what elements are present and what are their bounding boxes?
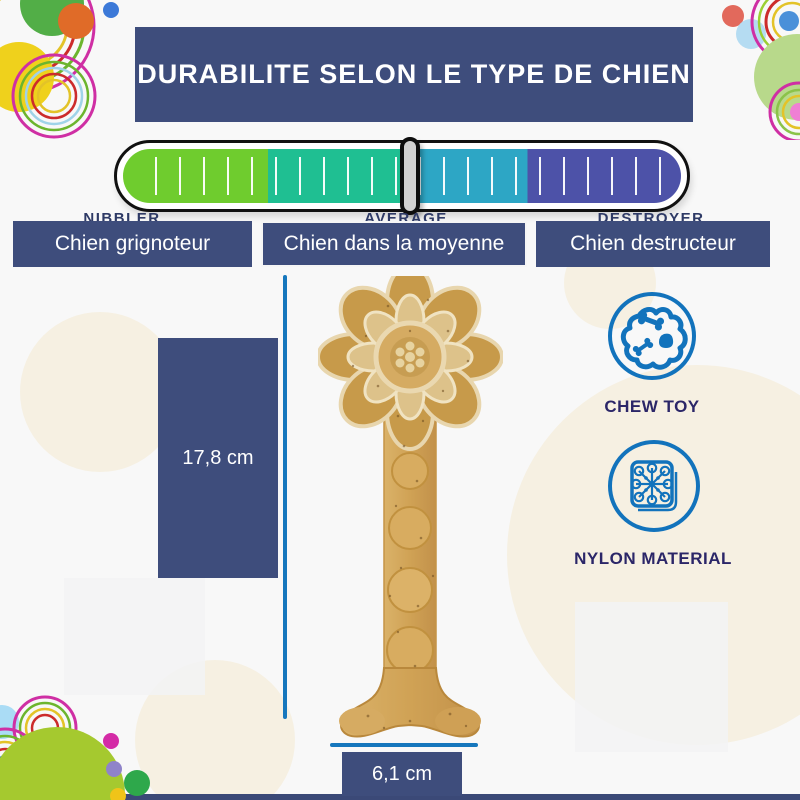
width-measure-box: 6,1 cm xyxy=(342,752,462,796)
width-measure-line xyxy=(330,743,478,747)
nylon-material-label: NYLON MATERIAL xyxy=(574,549,732,568)
background-circle xyxy=(20,312,180,472)
nylon-material-icon xyxy=(608,440,700,532)
height-measure-line xyxy=(283,275,287,719)
chew-toy-icon xyxy=(608,292,696,380)
footer-strip xyxy=(0,794,800,800)
dog-type-label: Chien grignoteur xyxy=(54,232,211,255)
page-title: DURABILITE SELON LE TYPE DE CHIEN xyxy=(137,59,691,89)
dog-type-label: Chien destructeur xyxy=(570,232,736,255)
height-value: 17,8 cm xyxy=(182,446,254,469)
chew-toy-label: CHEW TOY xyxy=(604,397,700,416)
dog-type-box-average: Chien dans la moyenne xyxy=(261,221,527,267)
dog-type-box-nibbler: Chien grignoteur xyxy=(13,221,252,267)
background-square xyxy=(575,602,728,752)
dog-type-box-destroyer: Chien destructeur xyxy=(536,221,770,267)
gauge-handle xyxy=(400,137,420,215)
width-value: 6,1 cm xyxy=(371,762,433,785)
background-square xyxy=(64,578,205,695)
height-measure-box: 17,8 cm xyxy=(158,338,278,578)
dog-type-label: Chien dans la moyenne xyxy=(283,232,505,255)
chew-toy-product-image xyxy=(318,276,503,738)
title-banner: DURABILITE SELON LE TYPE DE CHIEN xyxy=(135,27,693,122)
